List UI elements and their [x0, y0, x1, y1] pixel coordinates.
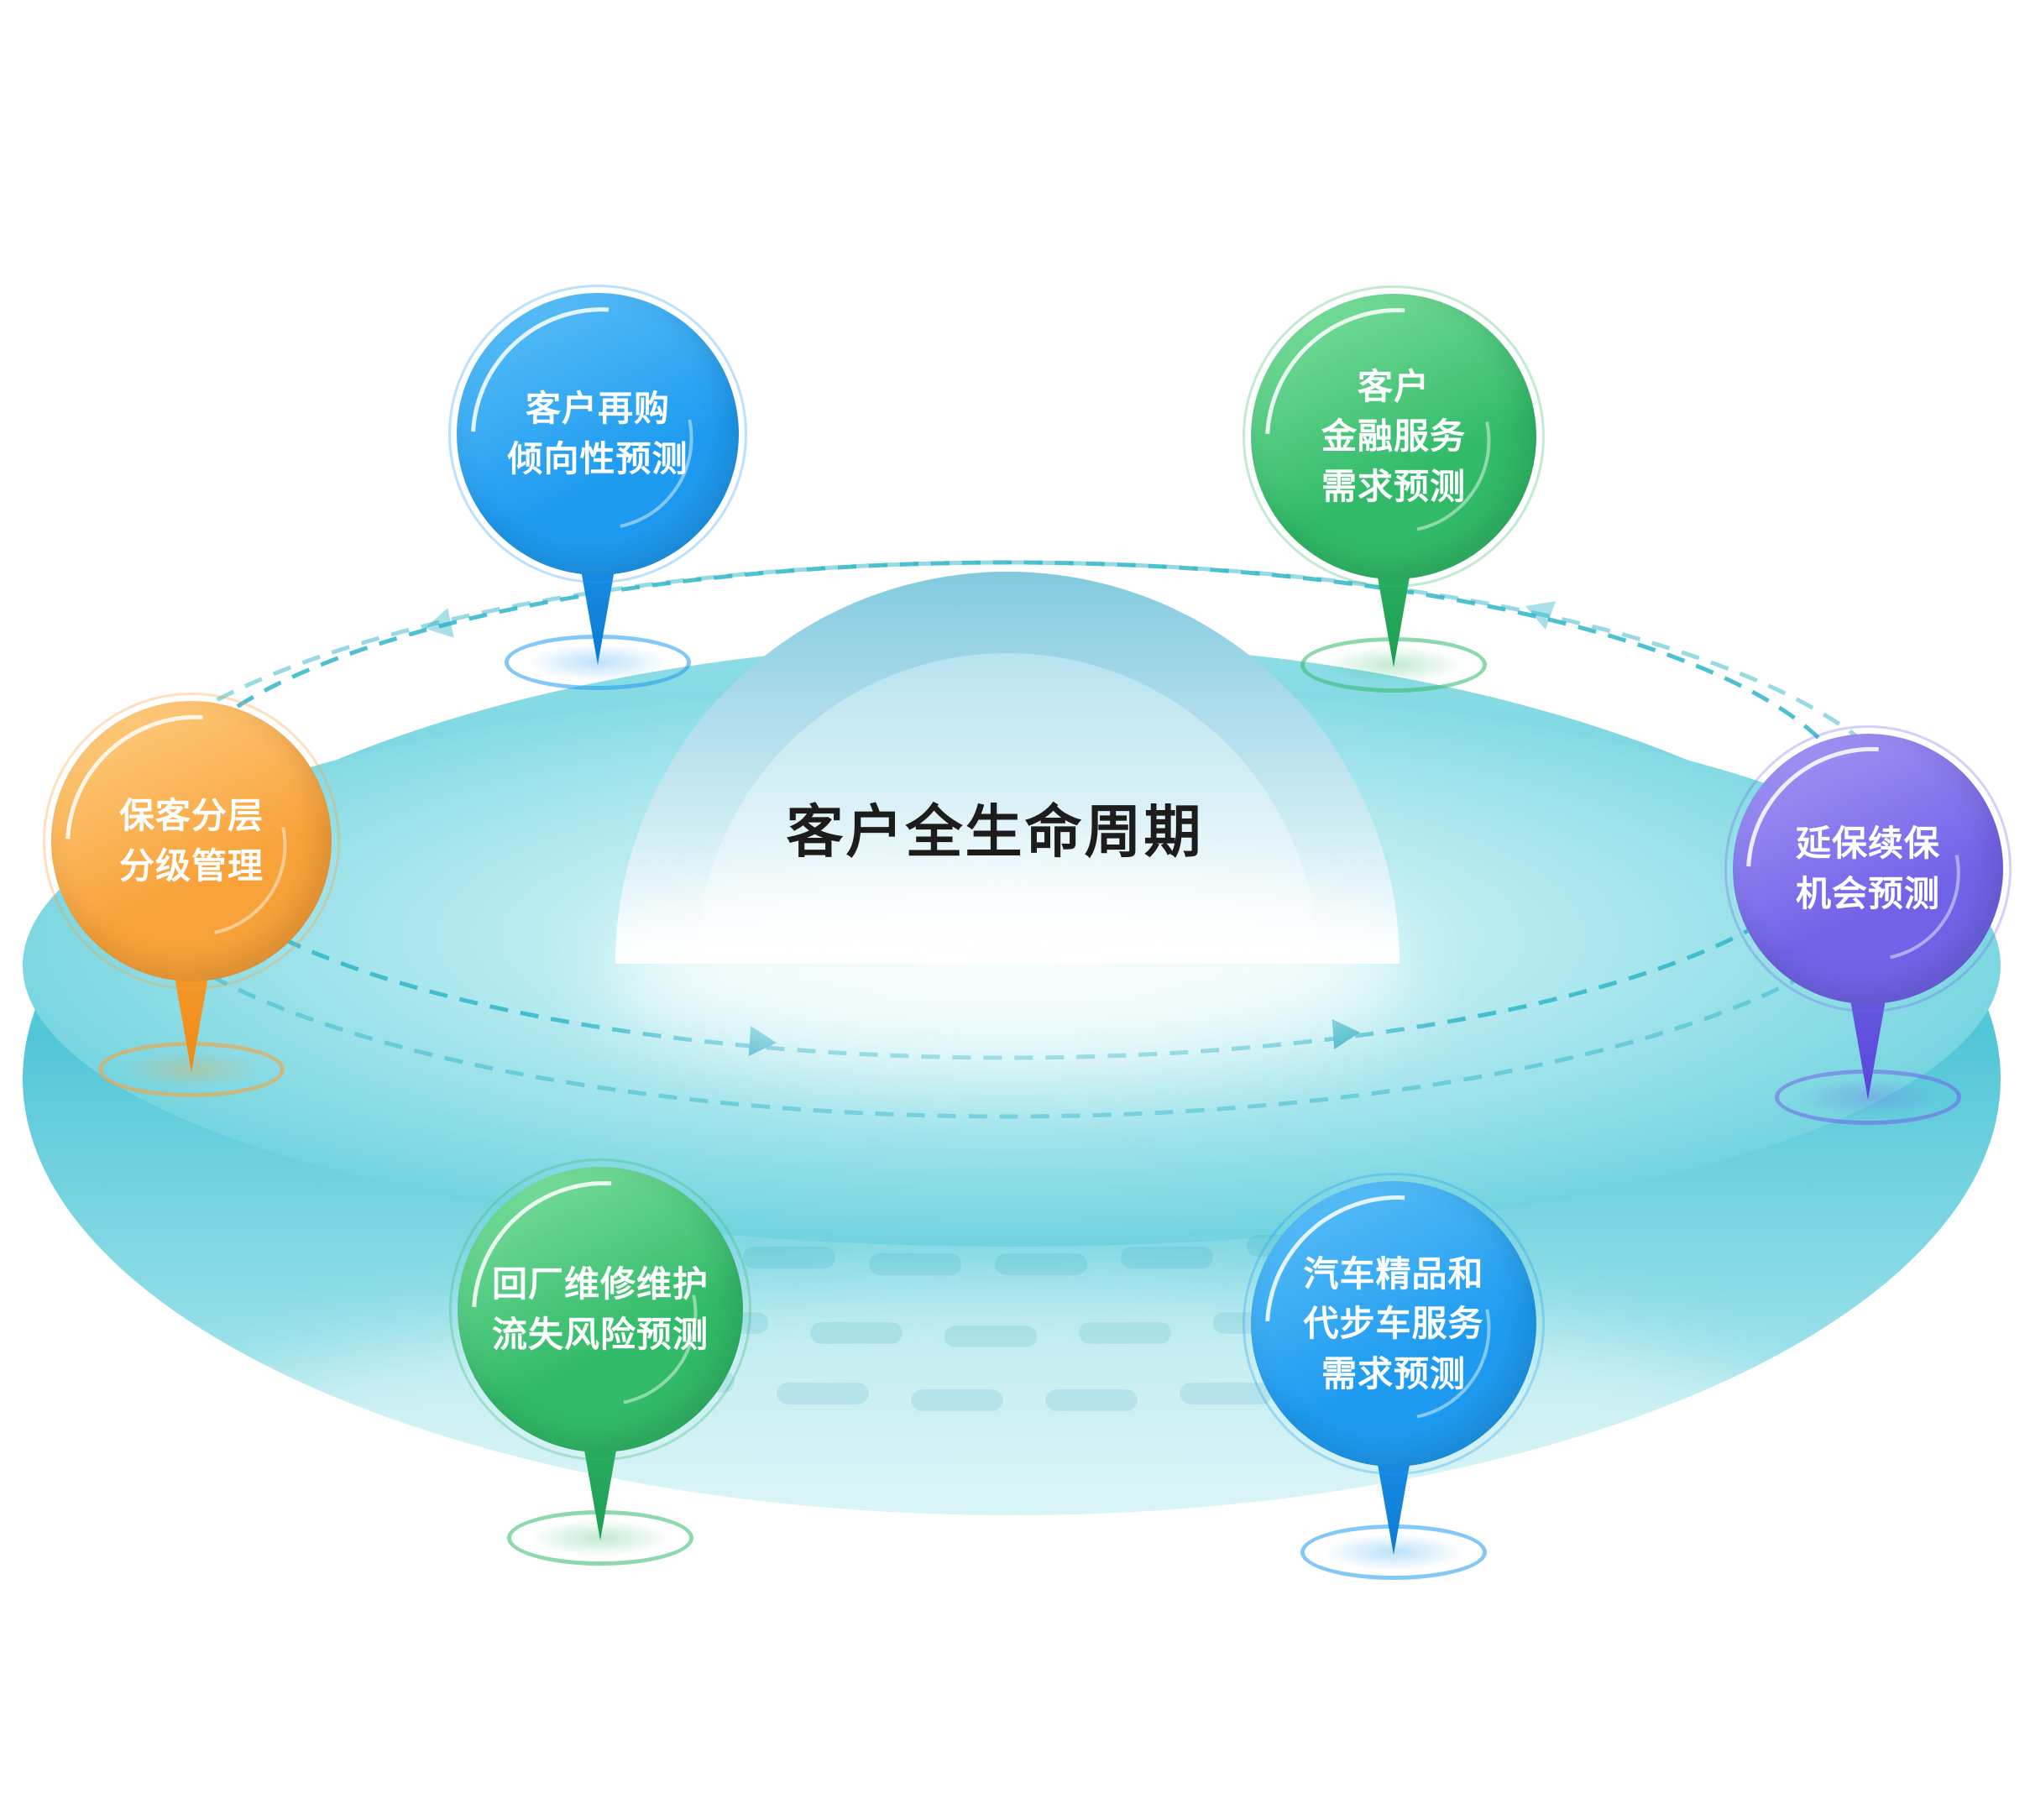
pin-label: 客户再购 倾向性预测 — [507, 389, 688, 479]
pin-bubble: 汽车精品和 代步车服务 需求预测 — [1210, 1140, 1586, 1516]
diagram-title: 客户全生命周期 — [786, 800, 1204, 865]
pin-bubble: 延保续保 机会预测 — [1694, 695, 2030, 1051]
pin-label: 回厂维修维护 流失风险预测 — [491, 1264, 709, 1354]
pin-label: 汽车精品和 代步车服务 需求预测 — [1303, 1253, 1484, 1394]
pin-bubble: 客户 金融服务 需求预测 — [1210, 253, 1586, 629]
pin-label: 延保续保 机会预测 — [1795, 824, 1940, 913]
disc-bottom-fade — [122, 1284, 1902, 1721]
flow-arrow-top-left-icon — [424, 608, 454, 638]
flow-arrow-top-right-icon — [1525, 601, 1557, 630]
center-glow — [604, 877, 1410, 1070]
pin-bubble: 客户再购 倾向性预测 — [416, 253, 787, 624]
pin-label: 保客分层 分级管理 — [118, 796, 264, 886]
pin-label: 客户 金融服务 需求预测 — [1321, 366, 1466, 506]
pin-bubble: 保客分层 分级管理 — [11, 661, 380, 1030]
pin-bubble: 回厂维修维护 流失风险预测 — [416, 1126, 793, 1502]
